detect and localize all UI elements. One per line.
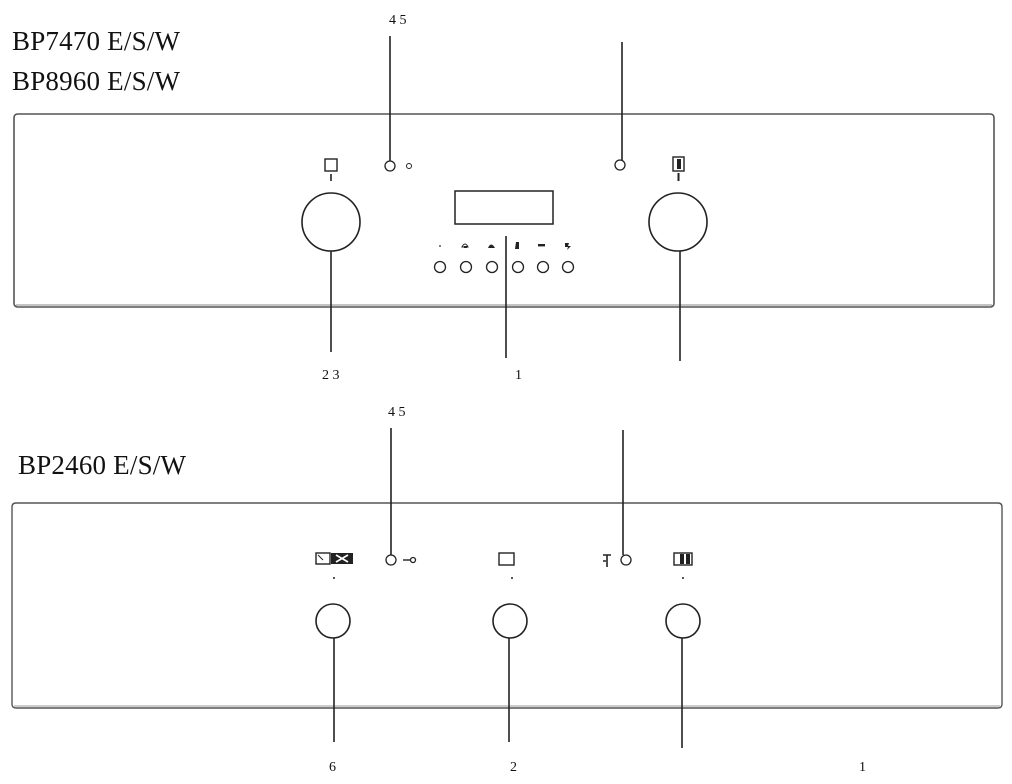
- callout-top-1: 1: [515, 368, 522, 383]
- indicator-light-icon: [406, 163, 412, 169]
- timer-button-row: [433, 260, 575, 274]
- temperature-knob-bottom-right[interactable]: [665, 603, 701, 639]
- temperature-icon: [672, 156, 685, 181]
- timer-button-4[interactable]: [511, 260, 525, 274]
- callout-bottom-4-5: 4 5: [388, 405, 406, 420]
- oven-mode-icon: [324, 158, 338, 181]
- callout-bottom-2: 2: [510, 760, 517, 775]
- top-control-panel: [13, 36, 995, 361]
- thermometer-icon: [603, 554, 611, 567]
- callout-bottom-6: 6: [329, 760, 336, 775]
- model-title-bp2460: BP2460 E/S/W: [18, 450, 187, 480]
- callout-top-2-3: 2 3: [322, 368, 340, 383]
- function-knob-bottom-left[interactable]: [315, 603, 351, 639]
- lock-indicator-light: [385, 554, 397, 566]
- timer-button-3[interactable]: [485, 260, 499, 274]
- temperature-indicator-light: [620, 554, 632, 566]
- temperature-icon-bottom: [673, 552, 693, 579]
- function-knob-top-left[interactable]: [301, 192, 361, 252]
- model-title-bp7470: BP7470 E/S/W: [12, 26, 181, 56]
- top-panel-outline: [13, 113, 995, 308]
- timer-button-5[interactable]: [536, 260, 550, 274]
- callout-top-4-5: 4 5: [389, 13, 407, 28]
- timer-button-2[interactable]: [459, 260, 473, 274]
- timer-button-1[interactable]: [433, 260, 447, 274]
- bottom-panel-outline: [11, 502, 1003, 709]
- oven-icon: [498, 552, 515, 579]
- key-lock-icon: [403, 556, 417, 564]
- indicator-light-left: [384, 160, 396, 172]
- display-screen: [454, 190, 554, 225]
- bottom-control-panel: [11, 428, 1003, 748]
- model-title-bp8960: BP8960 E/S/W: [12, 66, 181, 96]
- callout-bottom-1: 1: [859, 760, 866, 775]
- oven-function-icon: [315, 552, 353, 579]
- indicator-light-right: [614, 159, 626, 171]
- function-knob-bottom-center[interactable]: [492, 603, 528, 639]
- timer-button-icons: [439, 242, 571, 250]
- timer-button-6[interactable]: [561, 260, 575, 274]
- temperature-knob-top-right[interactable]: [648, 192, 708, 252]
